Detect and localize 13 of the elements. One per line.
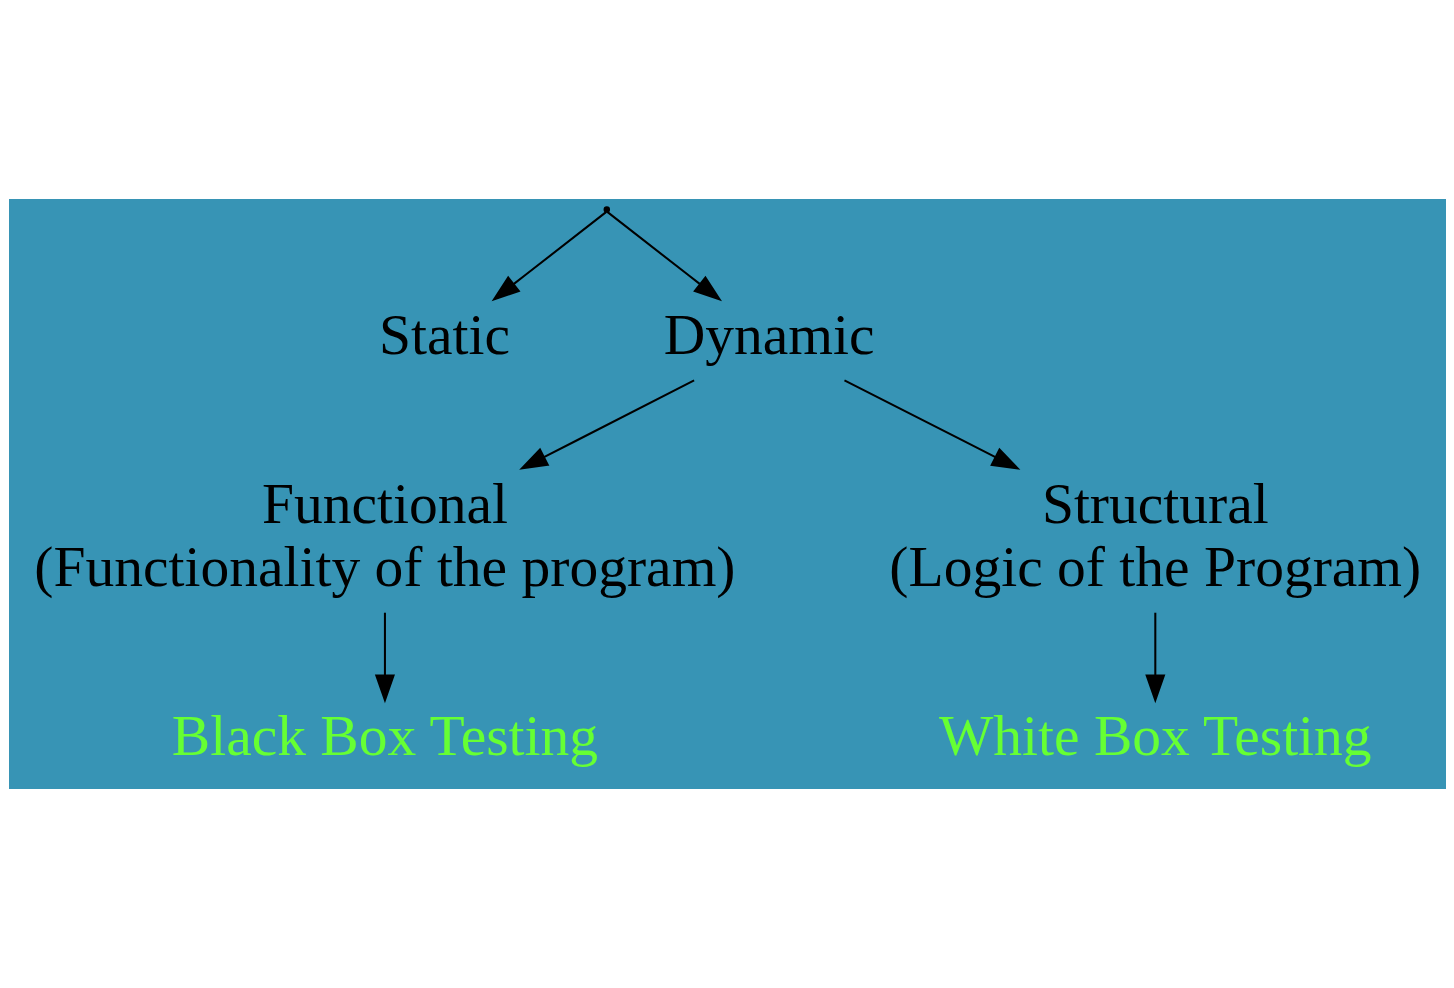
arrow bbox=[1144, 612, 1165, 704]
arrow bbox=[843, 379, 1020, 470]
arrow bbox=[518, 379, 695, 470]
node-text: Functional (Functionality of the program) bbox=[33, 471, 736, 599]
arrow bbox=[491, 211, 607, 302]
arrow bbox=[374, 612, 395, 704]
node-text: Structural (Logic of the Program) bbox=[888, 471, 1421, 599]
arrow bbox=[606, 211, 722, 302]
node-text: White Box Testing bbox=[938, 703, 1372, 767]
node-text: Black Box Testing bbox=[171, 703, 598, 767]
node-text: Static bbox=[378, 303, 510, 367]
node-point bbox=[603, 206, 610, 213]
node-text: Dynamic bbox=[663, 303, 875, 367]
